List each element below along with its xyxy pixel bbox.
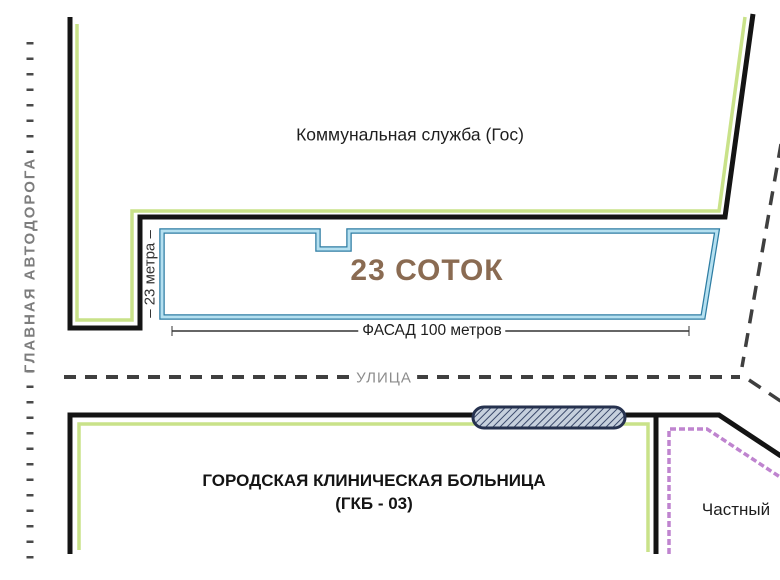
right-boundary-dashed-line bbox=[740, 143, 780, 403]
plot-boundary bbox=[159, 228, 721, 320]
highway-label: ГЛАВНАЯ АВТОДОРОГА bbox=[21, 156, 39, 374]
gate-marker bbox=[471, 405, 627, 430]
plot-depth-label: – 23 метра – bbox=[141, 230, 159, 318]
facade-measure-line bbox=[171, 326, 690, 336]
plot-area-label: 23 СОТОК bbox=[350, 254, 504, 287]
communal-area-boundary bbox=[67, 13, 756, 331]
hospital-boundary bbox=[67, 412, 659, 554]
communal-area-label: Коммунальная служба (Гос) bbox=[296, 124, 524, 145]
street-label: УЛИЦА bbox=[351, 369, 417, 387]
hospital-code-label: (ГКБ - 03) bbox=[335, 494, 413, 513]
private-area-label: Частный bbox=[701, 500, 771, 519]
hospital-name-label: ГОРОДСКАЯ КЛИНИЧЕСКАЯ БОЛЬНИЦА bbox=[202, 471, 546, 490]
facade-label: ФАСАД 100 метров bbox=[358, 322, 506, 340]
private-area-boundary bbox=[658, 412, 780, 554]
